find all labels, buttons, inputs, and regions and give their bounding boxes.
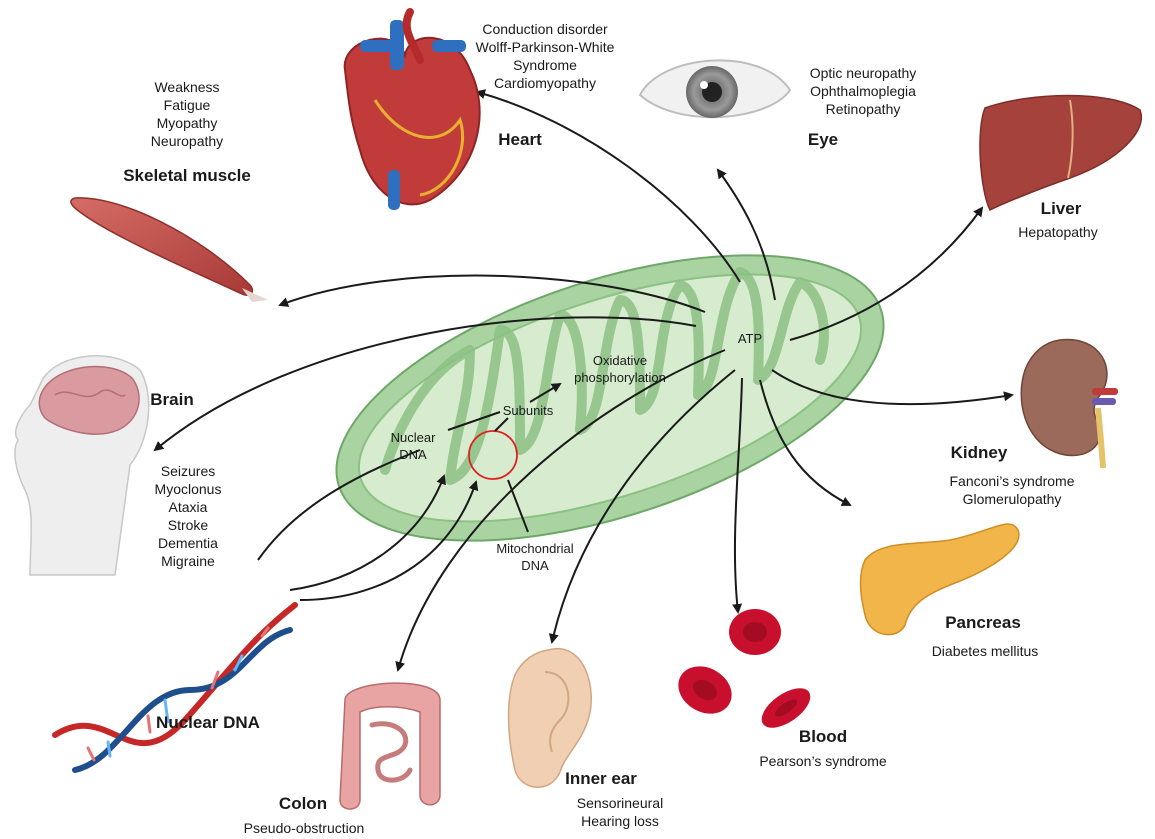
ear-icon: [509, 649, 592, 788]
brain-icon: [15, 356, 149, 575]
muscle-icon: [71, 198, 268, 302]
liver-label: Liver: [1041, 199, 1082, 219]
colon-icon: [340, 683, 440, 809]
liver-icon: [980, 96, 1141, 211]
subunits-label: Subunits: [503, 402, 554, 419]
colon-label: Colon: [279, 794, 327, 814]
eye-label: Eye: [808, 130, 838, 150]
dna-helix-icon: [55, 605, 295, 770]
heart-label: Heart: [498, 130, 541, 150]
atp-label: ATP: [738, 330, 762, 347]
liver-symptoms: Hepatopathy: [1018, 223, 1097, 241]
nuclear-dna-label: Nuclear DNA: [156, 713, 260, 733]
red-blood-cells-icon: [670, 609, 817, 736]
blood-label: Blood: [799, 727, 847, 747]
kidney-label: Kidney: [951, 443, 1008, 463]
heart-icon: [345, 12, 480, 210]
eye-icon: [640, 60, 790, 118]
kidney-icon: [1021, 340, 1118, 468]
mitochondrion-icon: [302, 198, 917, 599]
colon-symptoms: Pseudo-obstruction: [244, 819, 365, 837]
inner-ear-label: Inner ear: [565, 769, 637, 789]
pancreas-label: Pancreas: [945, 613, 1021, 633]
blood-symptoms: Pearson’s syndrome: [759, 752, 886, 770]
pancreas-symptoms: Diabetes mellitus: [932, 642, 1039, 660]
brain-label: Brain: [150, 390, 193, 410]
skeletal-muscle-label: Skeletal muscle: [123, 166, 251, 186]
